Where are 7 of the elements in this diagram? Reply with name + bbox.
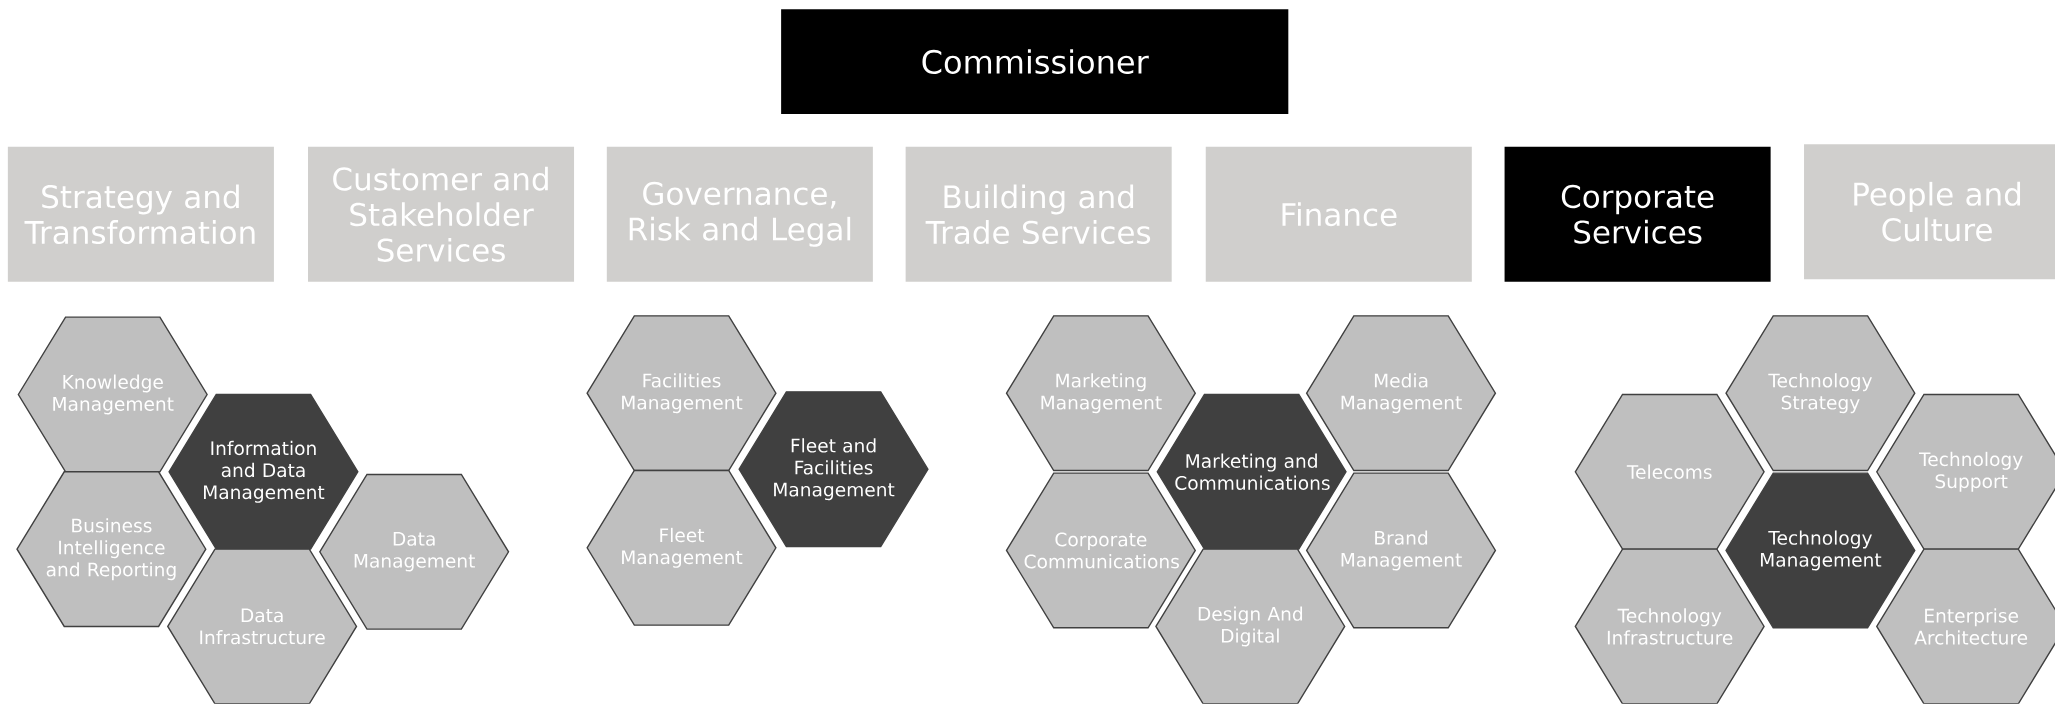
hexagon: Telecoms bbox=[1574, 393, 1765, 550]
hexagon: Facilities Management bbox=[586, 315, 777, 472]
hexagon: Knowledge Management bbox=[17, 316, 208, 473]
hexagon: Technology Strategy bbox=[1725, 315, 1916, 472]
hexagon: Technology Management bbox=[1725, 472, 1916, 629]
department-box: Corporate Services bbox=[1504, 146, 1771, 282]
title-box: Commissioner bbox=[781, 9, 1289, 115]
